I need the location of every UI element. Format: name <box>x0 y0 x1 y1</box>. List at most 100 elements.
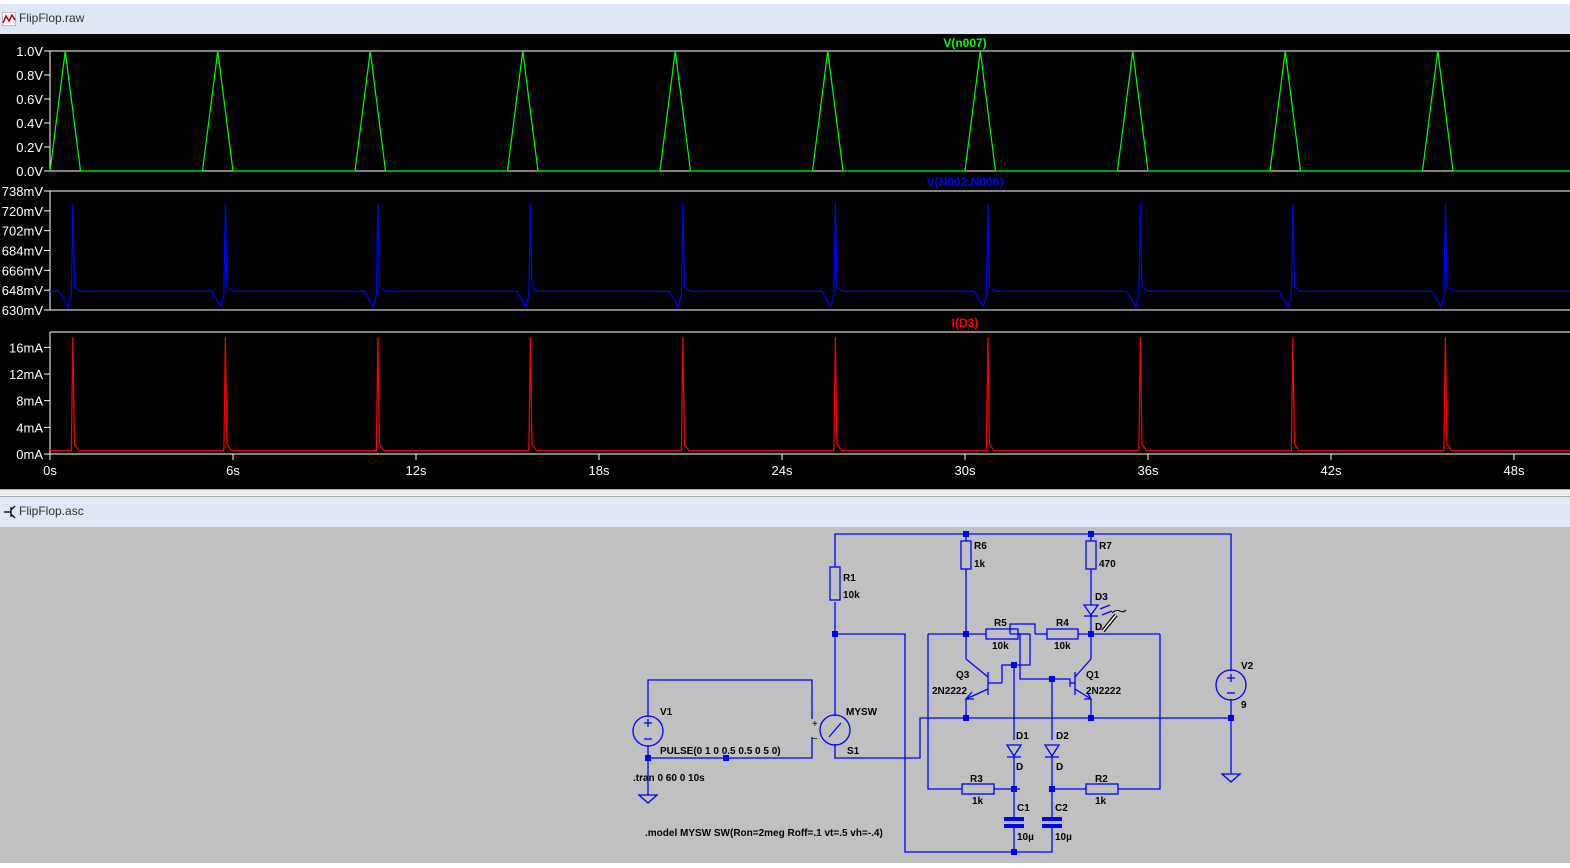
trace-i-d3 <box>50 337 1570 452</box>
diode-d2[interactable]: D2 D <box>1043 731 1069 773</box>
plot-title-v-n002-n006[interactable]: V(N002,N006) <box>927 175 1004 189</box>
schematic-window-titlebar[interactable]: FlipFlop.asc <box>0 497 1570 528</box>
resistor-r2[interactable]: R2 1k <box>1085 774 1119 807</box>
x-tick-label: 30s <box>955 463 976 478</box>
y-tick-label: 0mA <box>16 447 43 462</box>
y-tick-label: 0.0V <box>16 164 43 179</box>
current-probe-cursor-icon <box>1101 609 1127 633</box>
x-tick-label: 0s <box>43 463 57 478</box>
r7-name: R7 <box>1099 541 1112 552</box>
y-tick-label: 738mV <box>2 184 44 199</box>
y-tick-label: 0.6V <box>16 92 43 107</box>
x-tick-label: 42s <box>1321 463 1342 478</box>
d2-value: D <box>1056 762 1063 773</box>
d3-name: D3 <box>1095 592 1108 603</box>
r6-value: 1k <box>974 559 986 570</box>
diode-d3-led[interactable]: D3 D <box>1082 592 1113 633</box>
schematic-drawing[interactable]: R6 1k R7 470 R1 10k D3 D <box>0 527 1570 863</box>
capacitor-c2[interactable]: C2 10µ <box>1042 803 1072 843</box>
y-tick-label: 702mV <box>2 224 44 239</box>
waveform-plots[interactable]: V(n007) 1.0V 0.8V 0.6V 0.4V 0.2V 0.0V V(N002,… <box>0 34 1570 489</box>
pane-divider[interactable] <box>0 489 1570 497</box>
transistor-q1[interactable]: Q1 2N2222 <box>1070 658 1121 700</box>
r6-name: R6 <box>974 541 987 552</box>
v1-value: PULSE(0 1 0 0.5 0.5 0 5 0) <box>660 746 781 757</box>
schematic-icon <box>4 505 16 519</box>
waveform-icon <box>2 12 16 26</box>
schematic-window-title: FlipFlop.asc <box>19 504 84 518</box>
v2-value: 9 <box>1241 700 1247 711</box>
y-tick-label: 4mA <box>16 420 43 435</box>
schematic-canvas[interactable]: R6 1k R7 470 R1 10k D3 D <box>0 527 1570 863</box>
y-tick-label: 0.2V <box>16 140 43 155</box>
c2-name: C2 <box>1055 803 1068 814</box>
trace-v-n002-n006 <box>50 203 1570 309</box>
v1-name: V1 <box>660 707 673 718</box>
d2-name: D2 <box>1056 731 1069 742</box>
diode-d1[interactable]: D1 D <box>1005 731 1029 773</box>
r2-name: R2 <box>1095 774 1108 785</box>
transistor-q3[interactable]: Q3 2N2222 <box>932 658 1003 700</box>
resistor-r6[interactable]: R6 1k <box>960 540 987 570</box>
y-tick-label: 684mV <box>2 244 44 259</box>
s1-name: S1 <box>847 746 860 757</box>
c1-value: 10µ <box>1017 832 1034 843</box>
plot-pane-v-n002-n006: V(N002,N006) 738mV 720mV 702mV 684mV 666mV 64… <box>2 175 1570 318</box>
voltage-source-v2[interactable]: V2 9 <box>1215 661 1254 711</box>
resistor-r5[interactable]: R5 10k <box>985 618 1019 652</box>
q3-value: 2N2222 <box>932 686 967 697</box>
q3-name: Q3 <box>956 670 970 681</box>
r1-value: 10k <box>843 590 860 601</box>
y-tick-label: 1.0V <box>16 44 43 59</box>
resistor-r4[interactable]: R4 10k <box>1046 618 1079 652</box>
x-tick-label: 24s <box>772 463 793 478</box>
v2-name: V2 <box>1241 661 1254 672</box>
y-tick-label: 12mA <box>9 367 43 382</box>
q1-value: 2N2222 <box>1086 686 1121 697</box>
voltage-switch-s1[interactable]: + − MYSW S1 <box>812 707 878 757</box>
y-tick-label: 0.8V <box>16 68 43 83</box>
x-tick-label: 18s <box>589 463 610 478</box>
y-tick-label: 648mV <box>2 283 44 298</box>
d1-name: D1 <box>1016 731 1029 742</box>
x-tick-label: 12s <box>406 463 427 478</box>
y-tick-label: 666mV <box>2 263 44 278</box>
trace-v-n007 <box>49 50 1570 172</box>
c1-name: C1 <box>1017 803 1030 814</box>
d3-value: D <box>1095 622 1102 633</box>
r4-value: 10k <box>1054 641 1071 652</box>
waveform-window-title: FlipFlop.raw <box>19 11 85 25</box>
y-tick-label: 0.4V <box>16 116 43 131</box>
s1-model: MYSW <box>846 707 878 718</box>
svg-text:+: + <box>812 719 818 730</box>
plot-pane-v-n007: V(n007) 1.0V 0.8V 0.6V 0.4V 0.2V 0.0V <box>16 36 1570 179</box>
r2-value: 1k <box>1095 796 1107 807</box>
waveform-window-titlebar[interactable]: FlipFlop.raw <box>0 4 1570 35</box>
y-tick-label: 720mV <box>2 204 44 219</box>
ground-symbol <box>1220 773 1242 783</box>
waveform-plot-pane[interactable]: V(n007) 1.0V 0.8V 0.6V 0.4V 0.2V 0.0V V(N002,… <box>0 34 1570 489</box>
svg-text:−: − <box>812 734 818 745</box>
y-tick-label: 8mA <box>16 394 43 409</box>
plot-title-v-n007[interactable]: V(n007) <box>943 36 986 50</box>
resistor-r7[interactable]: R7 470 <box>1085 540 1116 570</box>
c2-value: 10µ <box>1055 832 1072 843</box>
r1-name: R1 <box>843 573 856 584</box>
r3-name: R3 <box>970 774 983 785</box>
resistor-r3[interactable]: R3 1k <box>961 774 995 807</box>
r5-value: 10k <box>992 641 1009 652</box>
plot-title-i-d3[interactable]: I(D3) <box>952 316 979 330</box>
junctions <box>645 531 1234 855</box>
model-directive[interactable]: .model MYSW SW(Ron=2meg Roff=.1 vt=.5 vh… <box>645 828 883 839</box>
resistor-r1[interactable]: R1 10k <box>829 566 860 601</box>
y-tick-label: 630mV <box>2 303 44 318</box>
d1-value: D <box>1016 762 1023 773</box>
ground-symbol <box>637 794 659 804</box>
capacitor-c1[interactable]: C1 10µ <box>1004 803 1034 843</box>
wires[interactable] <box>647 533 1232 853</box>
r3-value: 1k <box>972 796 984 807</box>
voltage-source-v1[interactable]: V1 PULSE(0 1 0 0.5 0.5 0 5 0) <box>632 707 781 757</box>
tran-directive[interactable]: .tran 0 60 0 10s <box>633 773 705 784</box>
q1-name: Q1 <box>1086 670 1100 681</box>
